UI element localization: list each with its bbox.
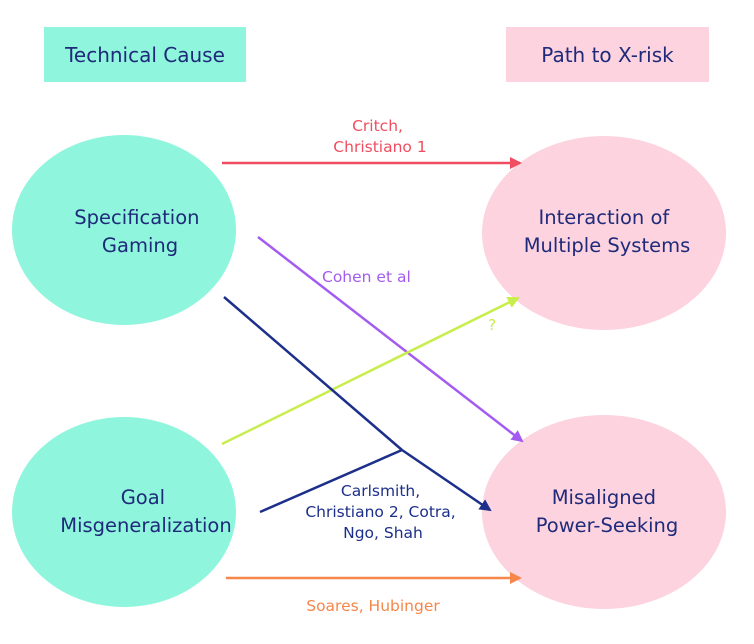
specification-gaming-label: Specification Gaming xyxy=(74,206,205,257)
soares-label: Soares, Hubinger xyxy=(306,597,440,615)
question-label: ? xyxy=(488,316,496,334)
path-to-xrisk-header: Path to X-risk xyxy=(506,27,709,82)
question-arrow xyxy=(221,296,520,446)
goal-misgeneralization-node xyxy=(12,417,236,607)
interaction-label: Interaction of Multiple Systems xyxy=(524,206,691,257)
specification-gaming-node xyxy=(12,135,236,325)
technical-cause-header: Technical Cause xyxy=(44,27,246,82)
power-seeking-label: Misaligned Power-Seeking xyxy=(536,486,679,537)
power-seeking-node xyxy=(482,415,726,609)
carlsmith-arrow-lower xyxy=(259,448,403,514)
carlsmith-label: Carlsmith, Christiano 2, Cotra, Ngo, Sha… xyxy=(305,482,460,542)
cohen-label: Cohen et al xyxy=(322,268,411,286)
carlsmith-arrow-upper xyxy=(223,296,403,451)
critch-label: Critch, Christiano 1 xyxy=(333,117,426,156)
cohen-arrow xyxy=(257,236,524,443)
carlsmith-arrow-merged xyxy=(401,448,492,512)
goal-misgeneralization-label: Goal Misgeneralization xyxy=(60,486,231,537)
interaction-node xyxy=(482,136,726,330)
